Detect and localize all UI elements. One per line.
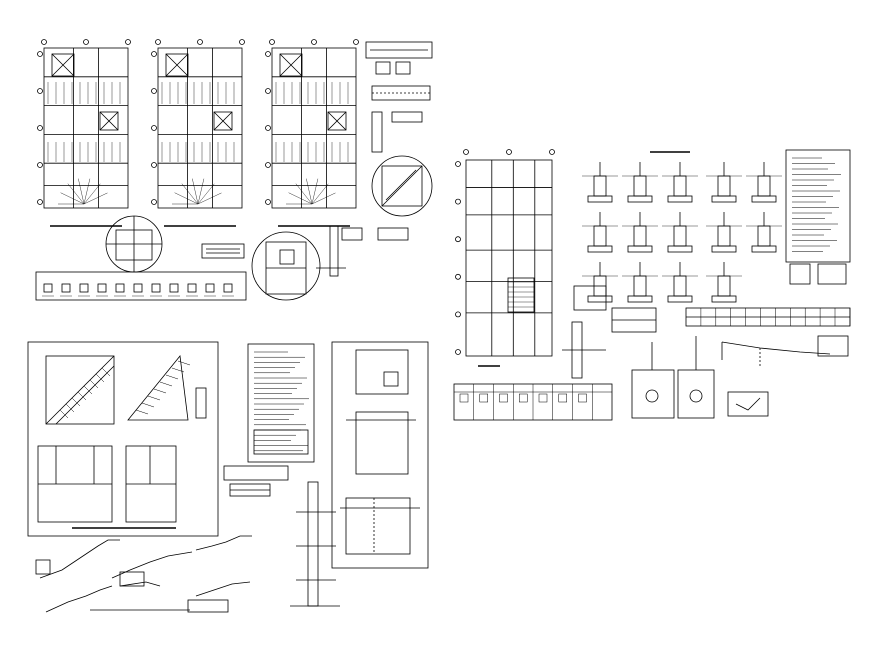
staircase-plan-right <box>127 355 207 421</box>
staircase-plan-left <box>45 355 115 425</box>
pile-cap-detail <box>562 285 657 379</box>
framing-plan-3 <box>265 39 359 227</box>
footing-detail <box>706 212 742 253</box>
column-section-box <box>97 283 107 293</box>
footing-detail <box>706 162 742 203</box>
footing-detail <box>582 162 618 203</box>
footing-detail <box>706 262 742 303</box>
notes-sheet-center <box>247 343 315 463</box>
framing-plan-1 <box>37 39 131 227</box>
footing-detail <box>582 212 618 253</box>
footing-details-grid <box>582 151 782 303</box>
lift-pit-round-detail <box>251 231 321 301</box>
framing-plan-2 <box>151 39 245 227</box>
ground-floor-plan <box>455 149 555 367</box>
column-schedule-strip <box>35 271 247 301</box>
stair-round-detail <box>105 215 163 273</box>
footing-detail <box>662 212 698 253</box>
column-section-box <box>151 283 161 293</box>
column-section-box <box>61 283 71 293</box>
bar-bending-schedule-table <box>685 307 851 327</box>
footing-detail <box>622 162 658 203</box>
septic-tank-section <box>631 336 715 419</box>
column-section-box <box>133 283 143 293</box>
wall-section-small <box>316 225 409 277</box>
water-tank-plan <box>340 349 420 555</box>
beam-section-detail-top-right <box>365 41 433 153</box>
landing-plan-a <box>37 445 113 523</box>
column-section-box <box>79 283 89 293</box>
general-notes-panel <box>785 149 851 285</box>
framing-plans-group <box>37 39 359 227</box>
footing-detail <box>662 162 698 203</box>
column-section-box <box>115 283 125 293</box>
title-block-small <box>201 243 245 259</box>
column-section-box <box>169 283 179 293</box>
footing-detail <box>582 262 618 303</box>
column-section-box <box>223 283 233 293</box>
footing-detail <box>746 212 782 253</box>
footing-legend-table <box>453 383 613 421</box>
column-section-box <box>205 283 215 293</box>
footing-detail <box>622 212 658 253</box>
landing-plan-b <box>125 445 177 523</box>
footing-detail <box>662 262 698 303</box>
manhole-detail <box>727 391 769 417</box>
circular-detail-section <box>371 155 433 217</box>
lintel-detail <box>223 465 289 497</box>
staircase-sheet-frame <box>27 341 219 537</box>
ramp-section <box>721 335 849 366</box>
footing-detail <box>622 262 658 303</box>
footing-detail <box>746 162 782 203</box>
water-tank-sheet-frame <box>331 341 429 569</box>
column-section-box <box>43 283 53 293</box>
retaining-wall-section <box>290 481 340 607</box>
column-section-box <box>187 283 197 293</box>
stair-sections-bottom <box>35 535 252 613</box>
